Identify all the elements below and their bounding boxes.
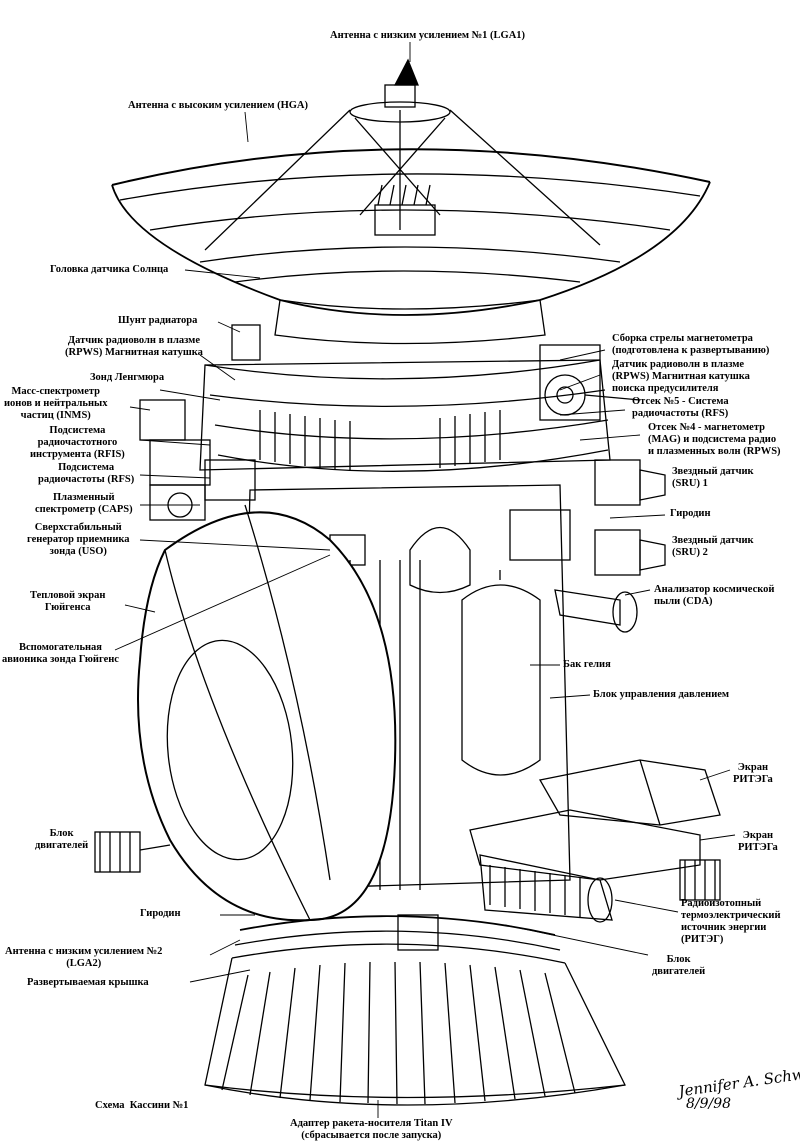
label-cda: Анализатор космической пыли (CDA) — [654, 584, 775, 607]
right-instruments — [509, 459, 666, 633]
huygens-probe — [137, 504, 397, 922]
label-bay4: Отсек №4 - магнетометр (MAG) и подсистем… — [648, 422, 781, 457]
label-lga2: Антенна с низким усилением №2 (LGA2) — [5, 946, 163, 969]
signature-date: 8/9/98 — [686, 1096, 732, 1112]
label-sun-sensor: Головка датчика Солнца — [50, 264, 169, 275]
label-huygens-shield: Тепловой экран Гюйгенса — [30, 590, 106, 613]
label-rtg: Радиоизотопный термоэлектрический источн… — [681, 898, 781, 945]
equipment-module — [199, 324, 641, 472]
label-inms: Масс-спектрометр ионов и нейтральных час… — [4, 386, 108, 421]
engine-clusters — [94, 831, 721, 951]
label-hga: Антенна с высоким усилением (HGA) — [128, 100, 309, 111]
label-sru2: Звездный датчик (SRU) 2 — [672, 535, 754, 558]
label-lga1: Антенна с низким усилением №1 (LGA1) — [330, 30, 526, 41]
diagram-caption: Схема Кассини №1 — [95, 1100, 189, 1111]
label-caps: Плазменный спектрометр (CAPS) — [35, 492, 133, 515]
label-mag-boom: Сборка стрелы магнетометра (подготовлена… — [612, 333, 770, 356]
label-rtg-screen-1: Экран РИТЭГа — [733, 762, 773, 785]
label-engines-right: Блок двигателей — [652, 954, 706, 977]
launch-adapter — [204, 915, 626, 1106]
label-adapter: Адаптер ракета-носителя Titan IV (сбрасы… — [290, 1118, 453, 1141]
label-rpws-preamp: Датчик радиоволн в плазме (RPWS) Магнитн… — [612, 359, 750, 394]
leader-lines — [114, 42, 736, 1118]
label-rfis: Подсистема радиочастотного инструмента (… — [30, 425, 125, 460]
label-uso: Сверхстабильный генератор приемника зонд… — [27, 522, 130, 557]
label-helium-tank: Бак гелия — [563, 659, 611, 670]
label-rfs-left: Подсистема радиочастоты (RFS) — [38, 462, 135, 485]
label-cover: Развертываемая крышка — [27, 977, 149, 988]
label-sru1: Звездный датчик (SRU) 1 — [672, 466, 754, 489]
label-langmuir: Зонд Ленгмюра — [90, 372, 165, 383]
label-engines-left: Блок двигателей — [35, 828, 89, 851]
label-bay5: Отсек №5 - Система радиочастоты (RFS) — [632, 396, 729, 419]
label-gyro-bottom: Гиродин — [140, 908, 181, 919]
label-pressure-control: Блок управления давлением — [593, 689, 730, 700]
label-rpws-coil: Датчик радиоволн в плазме (RPWS) Магнитн… — [65, 335, 203, 358]
high-gain-antenna — [111, 58, 711, 345]
label-huygens-avionics: Вспомогательная авионика зонда Гюйгенс — [2, 642, 119, 665]
rtg-assemblies — [469, 759, 721, 923]
label-gyro-right: Гиродин — [670, 508, 711, 519]
label-rtg-screen-2: Экран РИТЭГа — [738, 830, 778, 853]
label-radiator-shunt: Шунт радиатора — [118, 315, 198, 326]
